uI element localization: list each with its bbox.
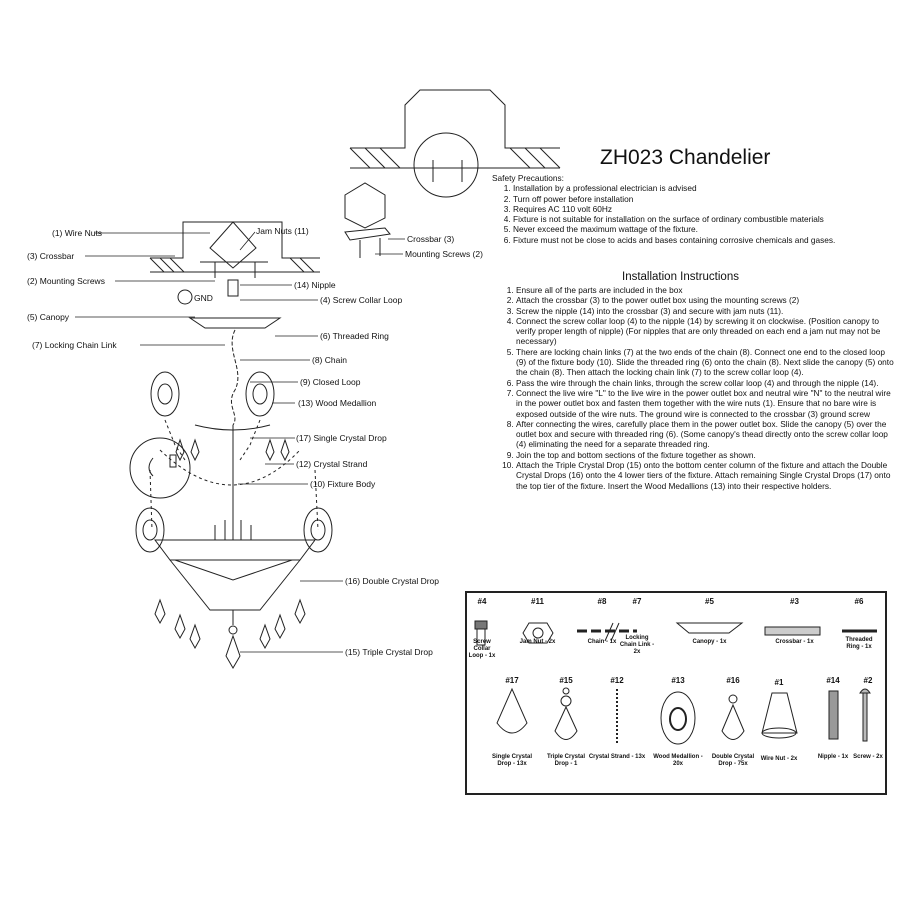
instruction-item: Connect the live wire "L" to the live wi… — [516, 388, 895, 419]
instruction-item: There are locking chain links (7) at the… — [516, 347, 895, 378]
label-crossbar-detail: Crossbar (3) — [407, 234, 455, 244]
label-threaded-ring: (6) Threaded Ring — [320, 331, 389, 341]
double-crystal-drop-icon — [721, 703, 745, 740]
instruction-item: Screw the nipple (14) into the crossbar … — [516, 306, 895, 316]
wood-medallion-icon — [660, 691, 696, 745]
label-wood-medallion: (13) Wood Medallion — [298, 398, 377, 408]
label-closed-loop: (9) Closed Loop — [300, 377, 361, 387]
crossbar-icon — [764, 626, 821, 636]
canopy-shape — [188, 317, 282, 329]
label-triple-crystal-drop: (15) Triple Crystal Drop — [345, 647, 433, 657]
page-title: ZH023 Chandelier — [600, 146, 771, 169]
instruction-item: Pass the wire through the chain links, t… — [516, 378, 895, 388]
instruction-item: Attach the Triple Crystal Drop (15) onto… — [516, 460, 895, 491]
canopy-icon — [675, 622, 744, 634]
safety-heading: Safety Precautions: — [492, 173, 564, 183]
label-gnd: GND — [194, 293, 213, 303]
safety-item: Installation by a professional electrici… — [513, 183, 835, 193]
label-chain: (8) Chain — [312, 355, 347, 365]
fixture-body-shape — [129, 371, 333, 669]
instruction-item: Connect the screw collar loop (4) to the… — [516, 316, 895, 347]
label-fixture-body: (10) Fixture Body — [310, 479, 376, 489]
label-nipple: (14) Nipple — [294, 280, 336, 290]
label-locking-chain-link: (7) Locking Chain Link — [32, 340, 117, 350]
screw-icon — [859, 688, 871, 742]
screw-collar-loop-icon-body — [476, 629, 486, 646]
jam-nut-icon — [522, 622, 554, 644]
screw-collar-loop-icon — [474, 620, 488, 630]
nipple-icon — [828, 690, 839, 740]
label-crystal-strand: (12) Crystal Strand — [296, 459, 368, 469]
triple-crystal-drop-icon — [554, 705, 578, 740]
label-wire-nuts: (1) Wire Nuts — [52, 228, 103, 238]
instruction-item: Attach the crossbar (3) to the power out… — [516, 295, 895, 305]
label-canopy: (5) Canopy — [27, 312, 70, 322]
label-screw-collar-loop: (4) Screw Collar Loop — [320, 295, 403, 305]
label-jam-nuts: Jam Nuts (11) — [256, 226, 309, 236]
parts-illustrations — [474, 620, 877, 745]
leader-lines — [75, 231, 405, 653]
outlet-box-detail — [344, 89, 561, 258]
installation-instructions: Ensure all of the parts are included in … — [495, 285, 895, 491]
instruction-item: Ensure all of the parts are included in … — [516, 285, 895, 295]
single-crystal-drop-icon — [496, 687, 528, 734]
label-mounting-screws: (2) Mounting Screws — [27, 276, 105, 286]
safety-item: Requires AC 110 volt 60Hz — [513, 204, 835, 214]
safety-item: Never exceed the maximum wattage of the … — [513, 224, 835, 234]
safety-precautions: Safety Precautions: Installation by a pr… — [492, 173, 835, 245]
safety-item: Fixture is not suitable for installation… — [513, 214, 835, 224]
wire-nut-icon — [761, 692, 798, 734]
chain-shape — [230, 329, 239, 426]
label-crossbar: (3) Crossbar — [27, 251, 75, 261]
safety-item: Turn off power before installation — [513, 194, 835, 204]
label-single-crystal-drop: (17) Single Crystal Drop — [296, 433, 387, 443]
label-mounting-screws-detail: Mounting Screws (2) — [405, 249, 483, 259]
ceiling-box — [149, 221, 320, 297]
instruction-item: After connecting the wires, carefully pl… — [516, 419, 895, 450]
safety-item: Fixture must not be close to acids and b… — [513, 235, 835, 245]
installation-heading: Installation Instructions — [622, 271, 739, 283]
instruction-item: Join the top and bottom sections of the … — [516, 450, 895, 460]
ground-symbol — [177, 289, 193, 305]
label-double-crystal-drop: (16) Double Crystal Drop — [345, 576, 440, 586]
